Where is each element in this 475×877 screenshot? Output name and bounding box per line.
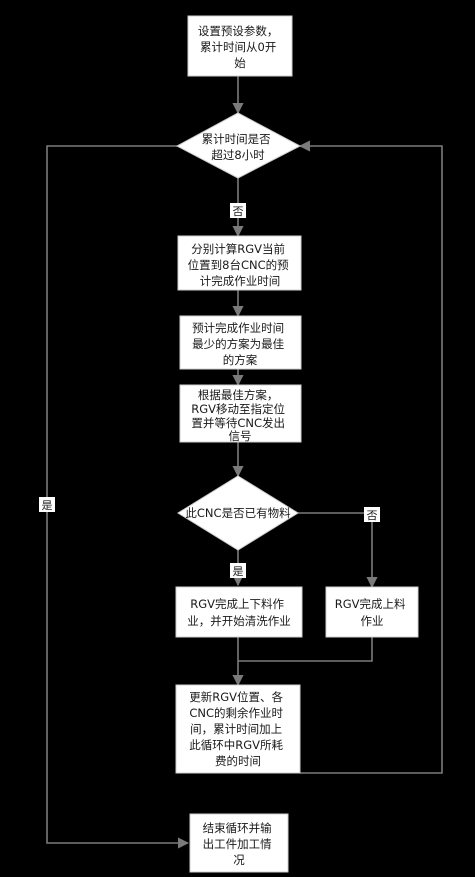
node-update-text: 更新RGV位置、各 CNC的剩余作业时 间，累计时间加上 此循环中RGV所耗 费…: [189, 690, 286, 768]
node-best-text: 预计完成作业时间 最少的方案为最佳 的方案: [192, 321, 288, 367]
node-start: 设置预设参数， 累计时间从0开 始: [187, 15, 293, 77]
edge-label-no-time: 否: [230, 203, 246, 218]
decision-check-time-text: 累计时间是否 超过8小时: [202, 132, 275, 162]
decision-check-time: 累计时间是否 超过8小时: [175, 112, 302, 179]
node-load-only-text: RGV完成上料 作业: [335, 597, 409, 628]
node-load-only: RGV完成上料 作业: [325, 586, 419, 638]
node-start-text: 设置预设参数， 累计时间从0开 始: [198, 24, 282, 70]
node-move: 根据最佳方案， RGV移动至指定位 置并等待CNC发出 信号: [179, 384, 302, 443]
svg-text:否: 否: [233, 205, 244, 218]
node-end-text: 结束循环并输 出工件加工情 况: [203, 821, 276, 867]
connectors: [46, 76, 443, 849]
svg-text:是: 是: [233, 565, 244, 578]
edge-label-no-cnc: 否: [364, 507, 380, 522]
node-calc: 分别计算RGV当前 位置到8台CNC的预 计完成作业时间: [177, 235, 302, 291]
decision-check-cnc: 此CNC是否已有物料: [177, 475, 299, 551]
node-calc-text: 分别计算RGV当前 位置到8台CNC的预 计完成作业时间: [188, 242, 293, 288]
node-load-clean-text: RGV完成上下料作 业，并开始清洗作业: [187, 597, 291, 628]
node-end: 结束循环并输 出工件加工情 况: [189, 813, 289, 873]
edge-label-yes-cnc: 是: [230, 563, 246, 578]
line-load-only-merge: [238, 637, 373, 662]
node-update: 更新RGV位置、各 CNC的剩余作业时 间，累计时间加上 此循环中RGV所耗 费…: [175, 684, 301, 774]
decision-check-cnc-text: 此CNC是否已有物料: [185, 506, 291, 520]
node-load-clean: RGV完成上下料作 业，并开始清洗作业: [175, 586, 303, 638]
svg-text:是: 是: [42, 499, 53, 512]
edge-label-yes-time: 是: [39, 497, 55, 512]
arrow-update-loop-back: [298, 140, 443, 774]
node-best: 预计完成作业时间 最少的方案为最佳 的方案: [179, 315, 302, 370]
arrow-check-to-end: [46, 145, 190, 849]
node-move-text: 根据最佳方案， RGV移动至指定位 置并等待CNC发出 信号: [191, 388, 288, 443]
svg-text:否: 否: [367, 509, 378, 522]
